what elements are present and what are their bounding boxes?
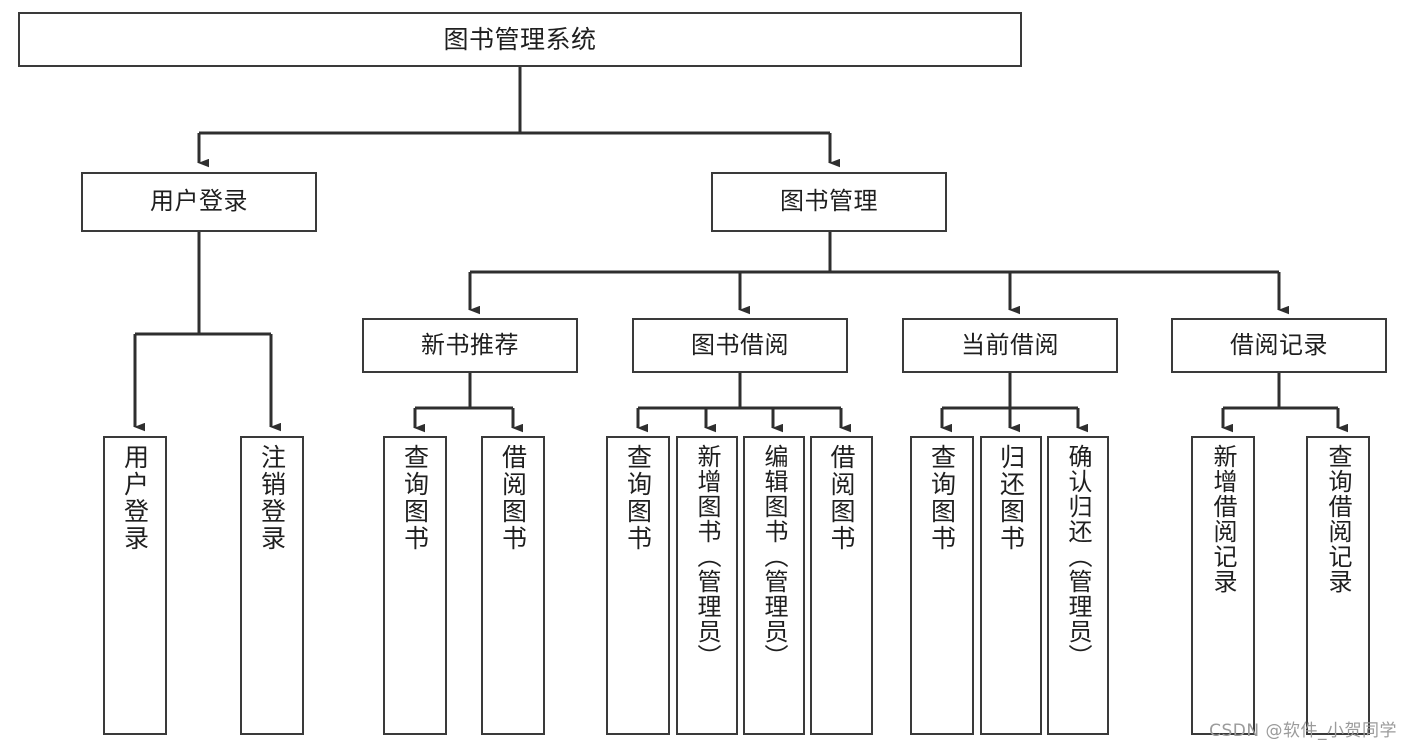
node-label: 查询图书 [623, 444, 653, 552]
node-label: 新书推荐 [421, 330, 519, 359]
node-label: 借阅图书 [827, 444, 856, 552]
node-label: 新增图书（管理员） [693, 444, 721, 669]
node-label: 编辑图书（管理员） [760, 444, 788, 669]
leaf-node-query-book-current[interactable]: 查询图书 [910, 436, 974, 735]
node-label: 借阅图书 [498, 444, 528, 552]
node-label: 用户登录 [150, 187, 248, 216]
leaf-node-edit-book-admin[interactable]: 编辑图书（管理员） [743, 436, 805, 735]
leaf-node-user-login[interactable]: 用户登录 [103, 436, 167, 735]
leaf-node-query-borrowing-record[interactable]: 查询借阅记录 [1306, 436, 1370, 735]
node-label: 图书管理 [780, 187, 878, 216]
node-label: 查询图书 [927, 444, 957, 552]
leaf-node-query-book-recommendation[interactable]: 查询图书 [383, 436, 447, 735]
leaf-node-logout[interactable]: 注销登录 [240, 436, 304, 735]
leaf-node-query-book-borrowing[interactable]: 查询图书 [606, 436, 670, 735]
node-label: 查询图书 [400, 444, 430, 552]
node-label: 新增借阅记录 [1209, 444, 1237, 594]
leaf-node-add-borrowing-record[interactable]: 新增借阅记录 [1191, 436, 1255, 735]
node-label: 当前借阅 [961, 330, 1059, 359]
node-book-management[interactable]: 图书管理 [711, 172, 947, 232]
node-label: 图书借阅 [691, 330, 789, 359]
leaf-node-return-book[interactable]: 归还图书 [980, 436, 1042, 735]
leaf-node-confirm-return-admin[interactable]: 确认归还（管理员） [1047, 436, 1109, 735]
leaf-node-borrow-book-recommendation[interactable]: 借阅图书 [481, 436, 545, 735]
node-label: 归还图书 [996, 444, 1026, 552]
node-new-book-recommendation[interactable]: 新书推荐 [362, 318, 578, 373]
node-label: 用户登录 [120, 444, 150, 552]
leaf-node-borrow-book-borrowing[interactable]: 借阅图书 [810, 436, 873, 735]
node-label: 确认归还（管理员） [1064, 444, 1092, 669]
node-root-book-management-system[interactable]: 图书管理系统 [18, 12, 1022, 67]
node-label: 查询借阅记录 [1324, 444, 1352, 594]
node-label: 图书管理系统 [443, 25, 597, 54]
node-borrowing-record[interactable]: 借阅记录 [1171, 318, 1387, 373]
node-user-login[interactable]: 用户登录 [81, 172, 317, 232]
leaf-node-add-book-admin[interactable]: 新增图书（管理员） [676, 436, 738, 735]
node-label: 借阅记录 [1230, 330, 1328, 359]
csdn-watermark: CSDN @软件_小贺同学 [1209, 721, 1397, 741]
node-book-borrowing[interactable]: 图书借阅 [632, 318, 848, 373]
node-current-borrowing[interactable]: 当前借阅 [902, 318, 1118, 373]
node-label: 注销登录 [257, 444, 287, 552]
